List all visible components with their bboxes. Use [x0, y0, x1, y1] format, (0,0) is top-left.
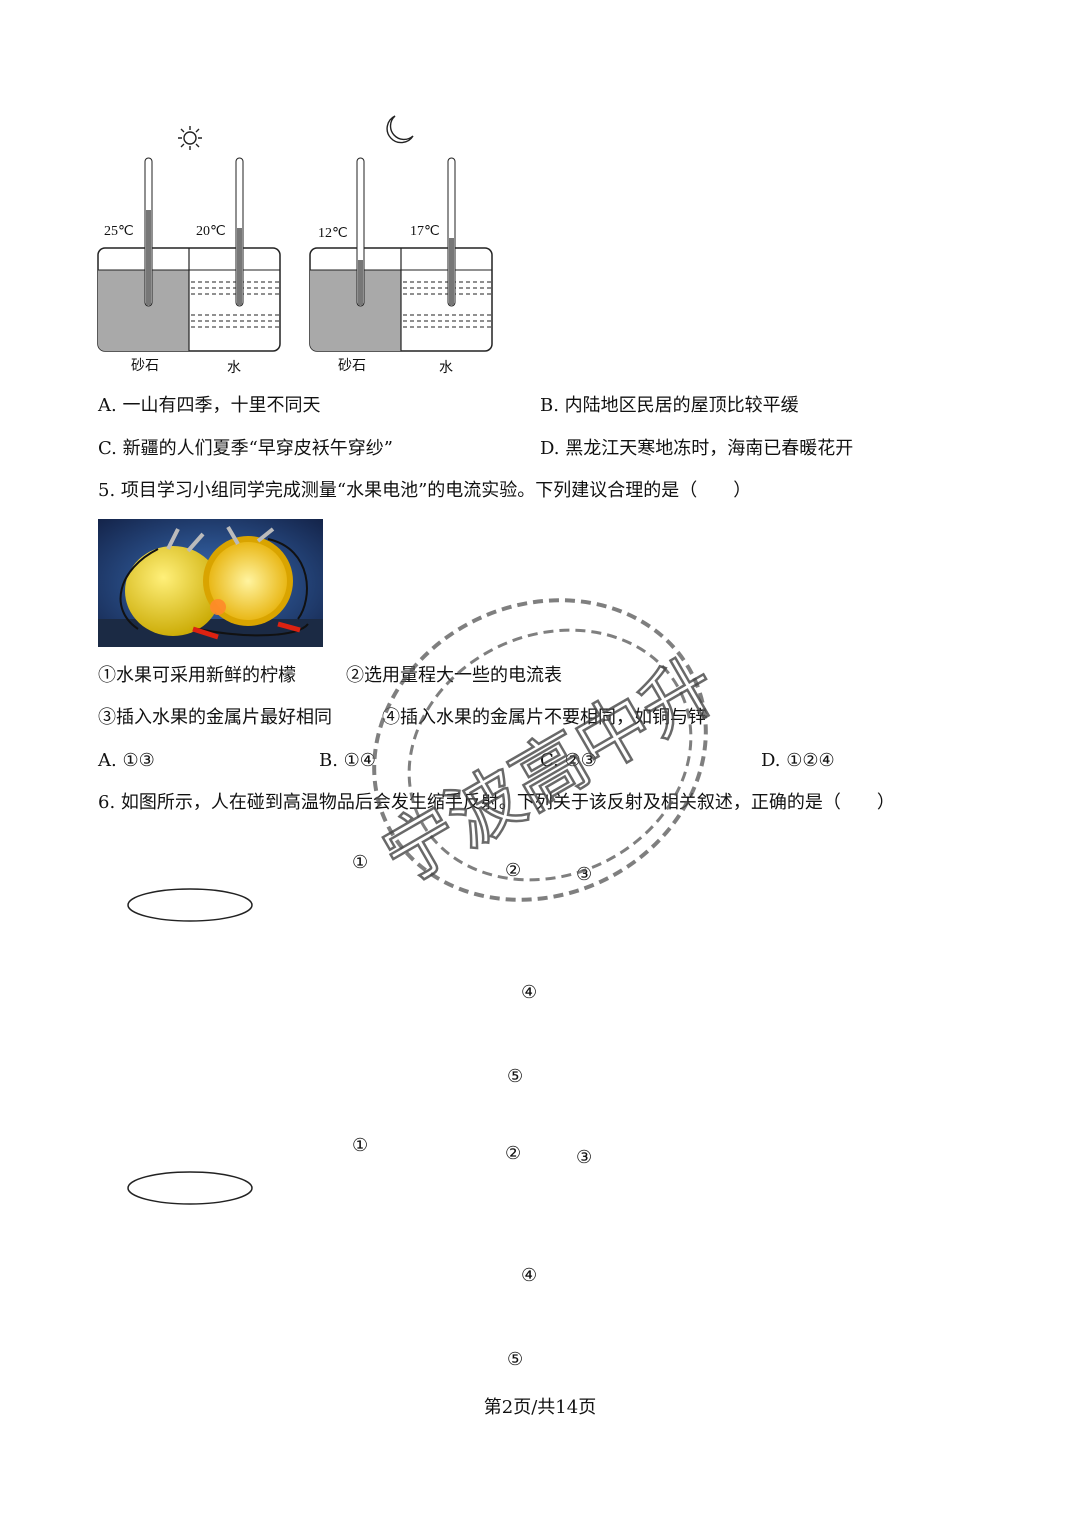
- day-sand-label: 砂石: [131, 359, 159, 374]
- sun-icon: [178, 126, 202, 150]
- q5-statement-4: ④插入水果的金属片不要相同，如铜与锌: [382, 707, 706, 728]
- q5-option-c: C. ②③: [540, 750, 597, 771]
- moon-icon: [386, 115, 414, 144]
- fig2-label-2: ②: [505, 1143, 522, 1164]
- night-sand-temp: 12℃: [318, 226, 348, 241]
- fruit-battery-photo: [98, 519, 323, 647]
- q4-option-c: C. 新疆的人们夏季“早穿皮袄午穿纱”: [98, 438, 393, 459]
- q5-statement-3: ③插入水果的金属片最好相同: [98, 707, 332, 728]
- fig1-label-2: ②: [505, 860, 522, 881]
- fig2-label-1: ①: [352, 1135, 369, 1156]
- fig1-label-1: ①: [352, 852, 369, 873]
- day-tank: [97, 157, 281, 352]
- day-water-label: 水: [227, 361, 241, 376]
- q5-option-a: A. ①③: [98, 750, 155, 771]
- q5-statement-2: ②选用量程大一些的电流表: [346, 665, 562, 686]
- q4-option-d: D. 黑龙江天寒地冻时，海南已春暖花开: [540, 438, 854, 459]
- fig1-label-3: ③: [576, 864, 593, 885]
- fig1-label-4: ④: [521, 982, 538, 1003]
- fig1-label-5: ⑤: [507, 1066, 524, 1087]
- night-tank: [309, 157, 493, 352]
- reflex-arc-figure-1: [127, 888, 253, 922]
- q4-option-a: A. 一山有四季，十里不同天: [98, 395, 321, 416]
- reflex-arc-figure-2: [127, 1171, 253, 1205]
- q5-stem: 5. 项目学习小组同学完成测量“水果电池”的电流实验。下列建议合理的是（ ）: [98, 480, 752, 501]
- night-sand-label: 砂石: [338, 359, 366, 374]
- q5-option-b: B. ①④: [319, 750, 376, 771]
- q5-statement-1: ①水果可采用新鲜的柠檬: [98, 665, 296, 686]
- fig2-label-5: ⑤: [507, 1349, 524, 1370]
- page-footer: 第2页/共14页: [483, 1397, 597, 1418]
- q6-stem: 6. 如图所示，人在碰到高温物品后会发生缩手反射。下列关于该反射及相关叙述，正确…: [98, 792, 895, 813]
- night-water-temp: 17℃: [410, 224, 440, 239]
- fig2-label-3: ③: [576, 1147, 593, 1168]
- night-water-label: 水: [439, 361, 453, 376]
- q4-option-b: B. 内陆地区民居的屋顶比较平缓: [540, 395, 799, 416]
- q5-option-d: D. ①②④: [761, 750, 835, 771]
- day-water-temp: 20℃: [196, 224, 226, 239]
- fig2-label-4: ④: [521, 1265, 538, 1286]
- temperature-comparison-figure: [97, 115, 493, 352]
- day-sand-temp: 25℃: [104, 224, 134, 239]
